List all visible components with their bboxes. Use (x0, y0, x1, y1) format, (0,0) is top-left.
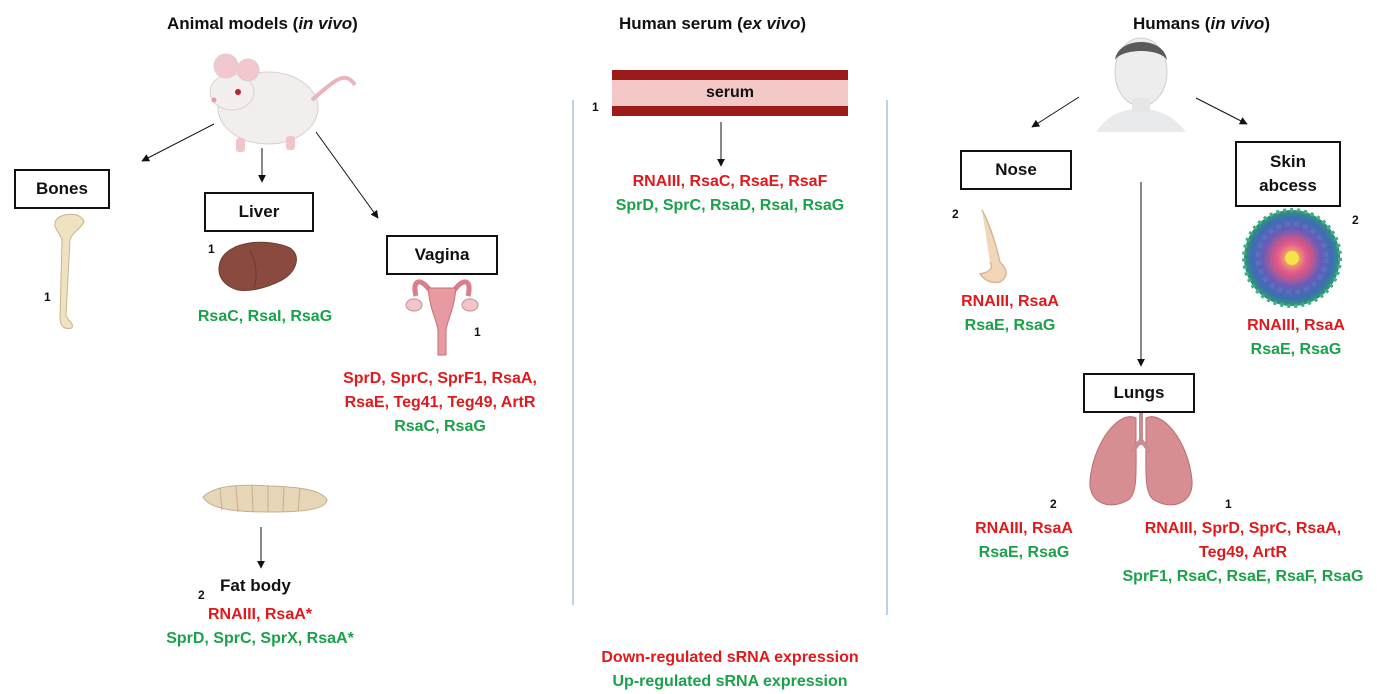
skin-up-line: RsaE, RsaG (1250, 341, 1342, 358)
ref-lungs-left: 2 (1050, 497, 1057, 511)
uterus-icon (405, 279, 479, 356)
ref-bones: 1 (44, 290, 51, 304)
nose-srna: RNAIII, RsaA RsaE, RsaG (930, 290, 1090, 338)
lungs-left-srna: RNAIII, RsaA RsaE, RsaG (944, 517, 1104, 565)
fat-body-down-line: RNAIII, RsaA* (207, 606, 313, 623)
ref-skin: 2 (1352, 213, 1359, 227)
ref-vagina: 1 (474, 325, 481, 339)
legend-up: Up-regulated sRNA expression (612, 673, 848, 690)
legend: Down-regulated sRNA expression Up-regula… (580, 646, 880, 694)
human-serum-title: Human serum (ex vivo) (619, 14, 807, 33)
liver-box: Liver (204, 192, 314, 232)
lungs-right-down-line-1: RNAIII, SprD, SprC, RsaA, (1144, 520, 1342, 537)
bone-icon (54, 213, 85, 329)
lungs-left-down-line: RNAIII, RsaA (975, 520, 1073, 537)
humans-title: Humans (in vivo) (1133, 14, 1270, 33)
serum-label: serum (705, 84, 755, 101)
fat-body-srna: RNAIII, RsaA* SprD, SprC, SprX, RsaA* (140, 603, 380, 651)
liver-up-line: RsaC, RsaI, RsaG (197, 308, 333, 325)
liver-srna: RsaC, RsaI, RsaG (150, 305, 380, 329)
bones-box: Bones (14, 169, 110, 209)
ref-serum: 1 (592, 100, 599, 114)
arrow-mouse-vagina (315, 131, 379, 219)
abscess-icon (1242, 208, 1342, 308)
arrow-human-skin (1195, 97, 1248, 125)
lungs-left-up-line: RsaE, RsaG (978, 544, 1070, 561)
lungs-box: Lungs (1083, 373, 1195, 413)
vagina-down-line-1: SprD, SprC, SprF1, RsaA, (343, 370, 537, 387)
nose-icon (978, 209, 1007, 284)
vagina-down-line-2: RsaE, Teg41, Teg49, ArtR (344, 394, 536, 411)
lungs-right-up-line: SprF1, RsaC, RsaE, RsaF, RsaG (1122, 568, 1364, 585)
ref-fat-body: 2 (198, 588, 205, 602)
serum-srna: RNAIII, RsaC, RsaE, RsaF SprD, SprC, Rsa… (590, 170, 870, 218)
ref-liver: 1 (208, 242, 215, 256)
skin-srna: RNAIII, RsaA RsaE, RsaG (1216, 314, 1376, 362)
serum-band-icon (612, 70, 848, 116)
serum-down-line: RNAIII, RsaC, RsaE, RsaF (632, 173, 828, 190)
vagina-srna: SprD, SprC, SprF1, RsaA, RsaE, Teg41, Te… (320, 367, 560, 439)
nose-up-line: RsaE, RsaG (964, 317, 1056, 334)
fat-body-up-line: SprD, SprC, SprX, RsaA* (166, 630, 354, 647)
nose-box: Nose (960, 150, 1072, 190)
fat-body-label: Fat body (220, 576, 291, 595)
arrow-mouse-bones (141, 123, 215, 162)
larva-icon (202, 484, 328, 513)
lungs-icon (1089, 405, 1193, 506)
animal-models-title: Animal models (in vivo) (167, 14, 358, 33)
skin-down-line: RNAIII, RsaA (1247, 317, 1345, 334)
ref-lungs-right: 1 (1225, 497, 1232, 511)
ref-nose: 2 (952, 207, 959, 221)
arrow-human-nose (1031, 96, 1080, 128)
lungs-right-down-line-2: Teg49, ArtR (1198, 544, 1287, 561)
vagina-box: Vagina (386, 235, 498, 275)
nose-down-line: RNAIII, RsaA (961, 293, 1059, 310)
liver-icon (218, 241, 297, 291)
serum-up-line: SprD, SprC, RsaD, RsaI, RsaG (615, 197, 845, 214)
vagina-up-line: RsaC, RsaG (394, 418, 486, 435)
lungs-right-srna: RNAIII, SprD, SprC, RsaA, Teg49, ArtR Sp… (1108, 517, 1378, 589)
mouse-icon (209, 53, 357, 152)
legend-down: Down-regulated sRNA expression (601, 649, 859, 666)
human-face-icon (1096, 37, 1186, 132)
